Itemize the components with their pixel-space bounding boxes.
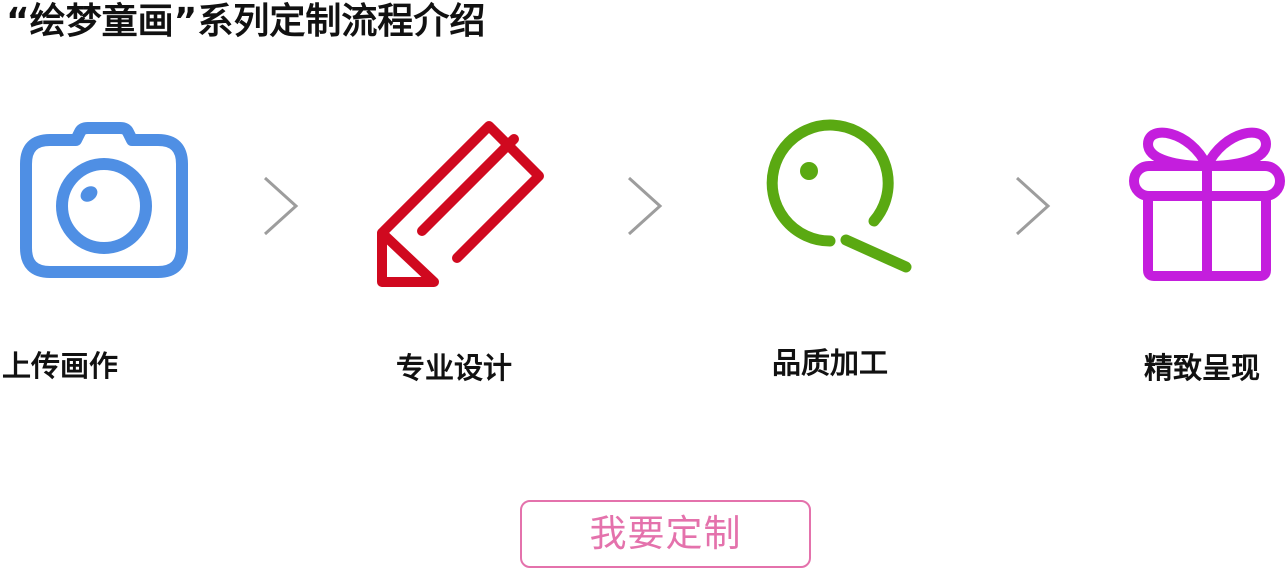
pencil-icon bbox=[374, 118, 550, 290]
gift-icon bbox=[1128, 122, 1286, 284]
step-label-processing: 品质加工 bbox=[772, 346, 889, 380]
chevron-right-icon bbox=[262, 175, 302, 237]
page-title: “绘梦童画”系列定制流程介绍 bbox=[6, 1, 486, 42]
camera-icon bbox=[18, 122, 192, 284]
magnifier-icon bbox=[756, 118, 920, 278]
step-label-present: 精致呈现 bbox=[1144, 351, 1261, 385]
step-label-upload: 上传画作 bbox=[2, 349, 119, 383]
customize-button[interactable]: 我要定制 bbox=[520, 500, 811, 568]
chevron-right-icon bbox=[1014, 175, 1054, 237]
chevron-right-icon bbox=[626, 175, 666, 237]
step-label-design: 专业设计 bbox=[396, 351, 513, 385]
